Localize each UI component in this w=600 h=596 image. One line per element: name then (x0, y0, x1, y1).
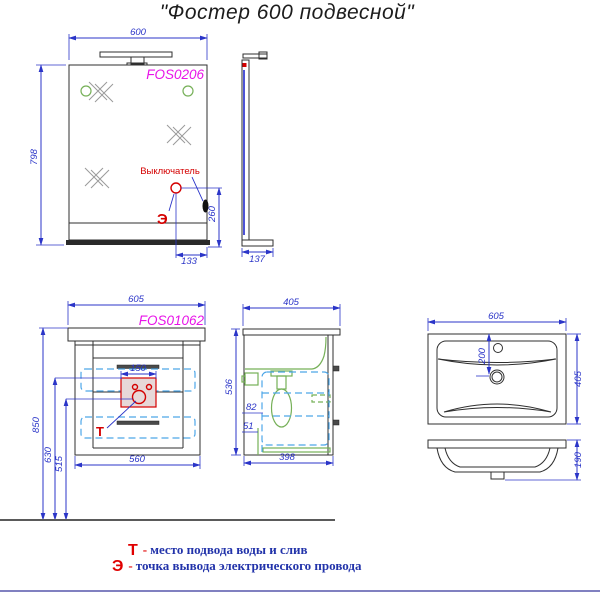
mount-mark (242, 63, 247, 67)
drawer-handle-profile (332, 419, 340, 426)
dimension-label-sink-depth: 405 (573, 370, 584, 387)
legend-water-line: Т-место подвода воды и слив (128, 541, 308, 560)
sink-top-view: 605 200 405 (427, 311, 584, 425)
shelf-front (68, 222, 208, 241)
dimension-label-switch-height: 260 (207, 205, 218, 223)
legend-water-separator: - (142, 542, 148, 557)
sink-outline (427, 333, 567, 425)
siphon-trap (270, 388, 293, 428)
mirror-outline (68, 64, 208, 224)
dimension-label-inlet-width: 150 (130, 363, 147, 374)
faucet-hole (493, 343, 503, 353)
sink-bottom-curve (443, 403, 552, 413)
dimension-label-drain-height: 515 (54, 455, 65, 472)
sink-inner-rim (436, 340, 558, 418)
legend-electric-symbol: Э (112, 558, 124, 575)
switch-label: Выключатель (140, 166, 200, 177)
legend-water-symbol: Т (128, 542, 138, 559)
dimension-label-vanity-width: 605 (128, 294, 145, 305)
dimension-label-switch-offset: 133 (181, 256, 198, 267)
water-inlet-zone (120, 377, 157, 408)
legend-water-text: место подвода воды и слив (150, 542, 308, 557)
drawer-bottom-detail (262, 447, 331, 453)
water-inlet-hole (145, 383, 153, 391)
glass-mark (88, 81, 114, 103)
clearance-zone-dashed (261, 371, 330, 446)
shelf-profile (241, 239, 274, 247)
dimension-label-pipe-b: 51 (243, 421, 254, 432)
page-title: "Фостер 600 подвесной" (159, 1, 415, 24)
vanity-side-view: 405 82 51 536 398 (224, 297, 341, 466)
dimension-label-pipe-a: 82 (246, 402, 257, 413)
sink-rim-profile (427, 439, 567, 449)
drain-inner-circle (491, 371, 503, 383)
drain-outer-circle (489, 369, 505, 385)
dimension-label-vanity-depth: 405 (283, 297, 300, 308)
lamp-bar (99, 51, 173, 58)
dimension-label-mirror-width: 600 (130, 27, 147, 38)
spot-light-icon (182, 85, 194, 97)
vanity-front-view: 605 FOS01062 150 Т 850 630 515 (31, 294, 206, 521)
drain-stub (490, 471, 505, 480)
mirror-front-view: 600 FOS0206 Выключатель Э 798 260 133 (29, 27, 222, 267)
mirror-panel-profile (241, 59, 250, 241)
switch-leader-line (191, 176, 204, 202)
spot-light-icon (80, 85, 92, 97)
lamp-head (258, 51, 268, 60)
dimension-label-vanity-height: 850 (31, 416, 42, 433)
dimension-label-sink-height: 190 (573, 451, 584, 468)
legend-electric-line: Э-точка вывода электрического провода (112, 557, 361, 576)
drawer-handle (116, 420, 160, 425)
mirror-model-label: FOS0206 (146, 67, 204, 82)
water-inlet-hole (131, 383, 139, 391)
switch-body (202, 199, 209, 213)
dimension-label-sink-width: 605 (488, 311, 505, 322)
dimension-label-body-depth: 398 (279, 452, 296, 463)
vanity-countertop (67, 327, 206, 342)
shelf-board (66, 240, 210, 245)
lamp-arm (242, 53, 268, 59)
dimension-label-mirror-depth: 137 (249, 254, 266, 265)
sink-front-view: 190 (427, 439, 584, 481)
legend-electric-separator: - (128, 558, 133, 573)
dimension-label-inlet-height: 630 (43, 446, 54, 463)
outlet-pipe-dashed (311, 394, 331, 403)
electric-marker: Э (157, 211, 168, 228)
drain-hole (131, 389, 147, 405)
countertop-profile (242, 328, 341, 336)
drawer-handle-profile (332, 365, 340, 372)
mirror-side-view: 137 (241, 51, 274, 265)
dimension-label-side-height: 536 (224, 378, 235, 395)
dimension-label-body-width: 560 (129, 454, 146, 465)
sink-bowl-outer (436, 447, 559, 473)
faucet-connection-stub (241, 375, 246, 383)
vanity-model-label: FOS01062 (139, 313, 205, 328)
lamp-stem (130, 56, 145, 65)
water-leader-line (106, 400, 137, 429)
dimension-label-drain-offset: 200 (477, 347, 488, 365)
dimension-label-mirror-height: 798 (29, 148, 40, 165)
sink-bowl-inner (444, 447, 551, 468)
electric-leader-line (168, 193, 175, 212)
water-marker: Т (96, 424, 104, 439)
sink-bowl-profile (245, 336, 327, 370)
legend-electric-text: точка вывода электрического провода (135, 558, 362, 573)
glass-mark (166, 124, 192, 146)
sink-ledge-curve (437, 358, 557, 366)
glass-mark (84, 167, 110, 189)
drawer-handle (116, 364, 160, 369)
